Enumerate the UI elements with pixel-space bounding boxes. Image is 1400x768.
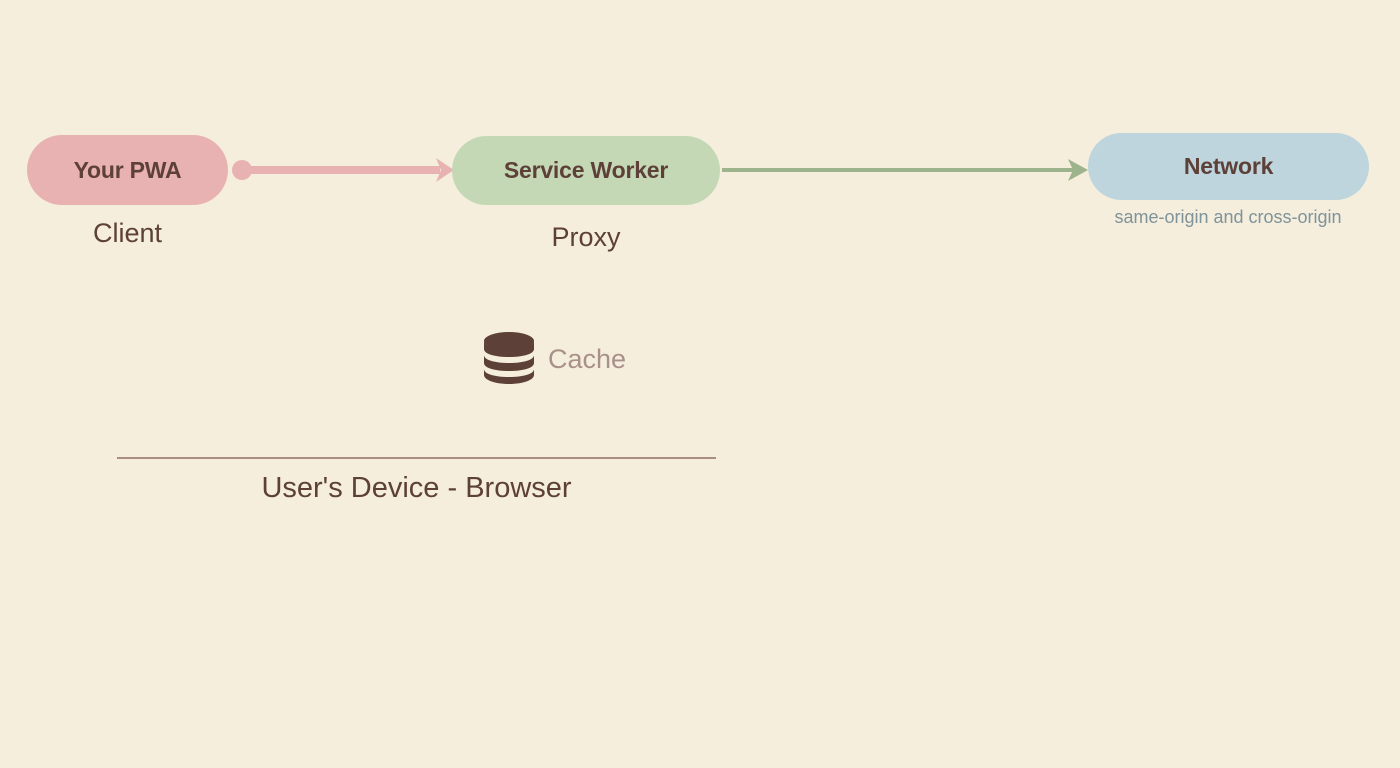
database-icon: [484, 332, 534, 384]
node-your-pwa[interactable]: Your PWA: [27, 135, 228, 205]
node-network[interactable]: Network: [1088, 133, 1369, 200]
connector-pwa-to-service-worker: [232, 158, 454, 182]
node-caption-network-origins: same-origin and cross-origin: [1114, 207, 1342, 227]
connector-service-worker-to-network: [722, 159, 1088, 181]
node-caption-client: Client: [92, 218, 163, 248]
node-service-worker[interactable]: Service Worker: [452, 136, 720, 205]
device-boundary-label: User's Device - Browser: [261, 472, 572, 504]
node-label-service-worker: Service Worker: [503, 157, 669, 183]
arrowhead-icon-network: [1068, 159, 1088, 181]
node-label-network: Network: [1183, 153, 1274, 179]
cache-label: Cache: [548, 343, 627, 374]
cache-group: Cache: [484, 330, 626, 386]
node-label-your-pwa: Your PWA: [73, 156, 182, 183]
device-boundary-line: [117, 457, 716, 459]
connector-start-dot-icon: [232, 160, 252, 180]
node-caption-proxy: Proxy: [551, 222, 621, 252]
